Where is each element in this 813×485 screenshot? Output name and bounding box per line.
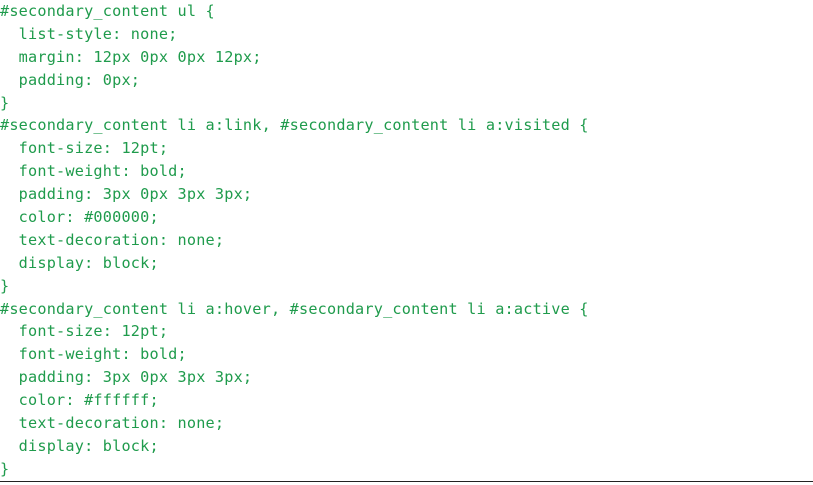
code-line: font-size: 12pt; xyxy=(0,139,169,158)
code-line: text-decoration: none; xyxy=(0,414,225,433)
code-line: } xyxy=(0,276,10,295)
code-line: padding: 0px; xyxy=(0,70,141,89)
code-line: #secondary_content ul { xyxy=(0,2,215,20)
code-line: margin: 12px 0px 0px 12px; xyxy=(0,47,262,66)
code-line: } xyxy=(0,459,10,478)
code-line: color: #ffffff; xyxy=(0,391,159,410)
code-line: color: #000000; xyxy=(0,208,159,227)
code-line: padding: 3px 0px 3px 3px; xyxy=(0,368,253,387)
code-line: list-style: none; xyxy=(0,24,178,43)
code-line: font-weight: bold; xyxy=(0,345,187,364)
code-line: font-weight: bold; xyxy=(0,162,187,181)
code-line: text-decoration: none; xyxy=(0,230,225,249)
code-line: display: block; xyxy=(0,436,159,455)
code-line: #secondary_content li a:link, #secondary… xyxy=(0,116,589,135)
code-line: display: block; xyxy=(0,253,159,272)
code-line: #secondary_content li a:hover, #secondar… xyxy=(0,299,589,318)
code-line: padding: 3px 0px 3px 3px; xyxy=(0,185,253,204)
code-line: } xyxy=(0,93,10,112)
code-line: font-size: 12pt; xyxy=(0,322,169,341)
bottom-rule xyxy=(0,481,813,482)
